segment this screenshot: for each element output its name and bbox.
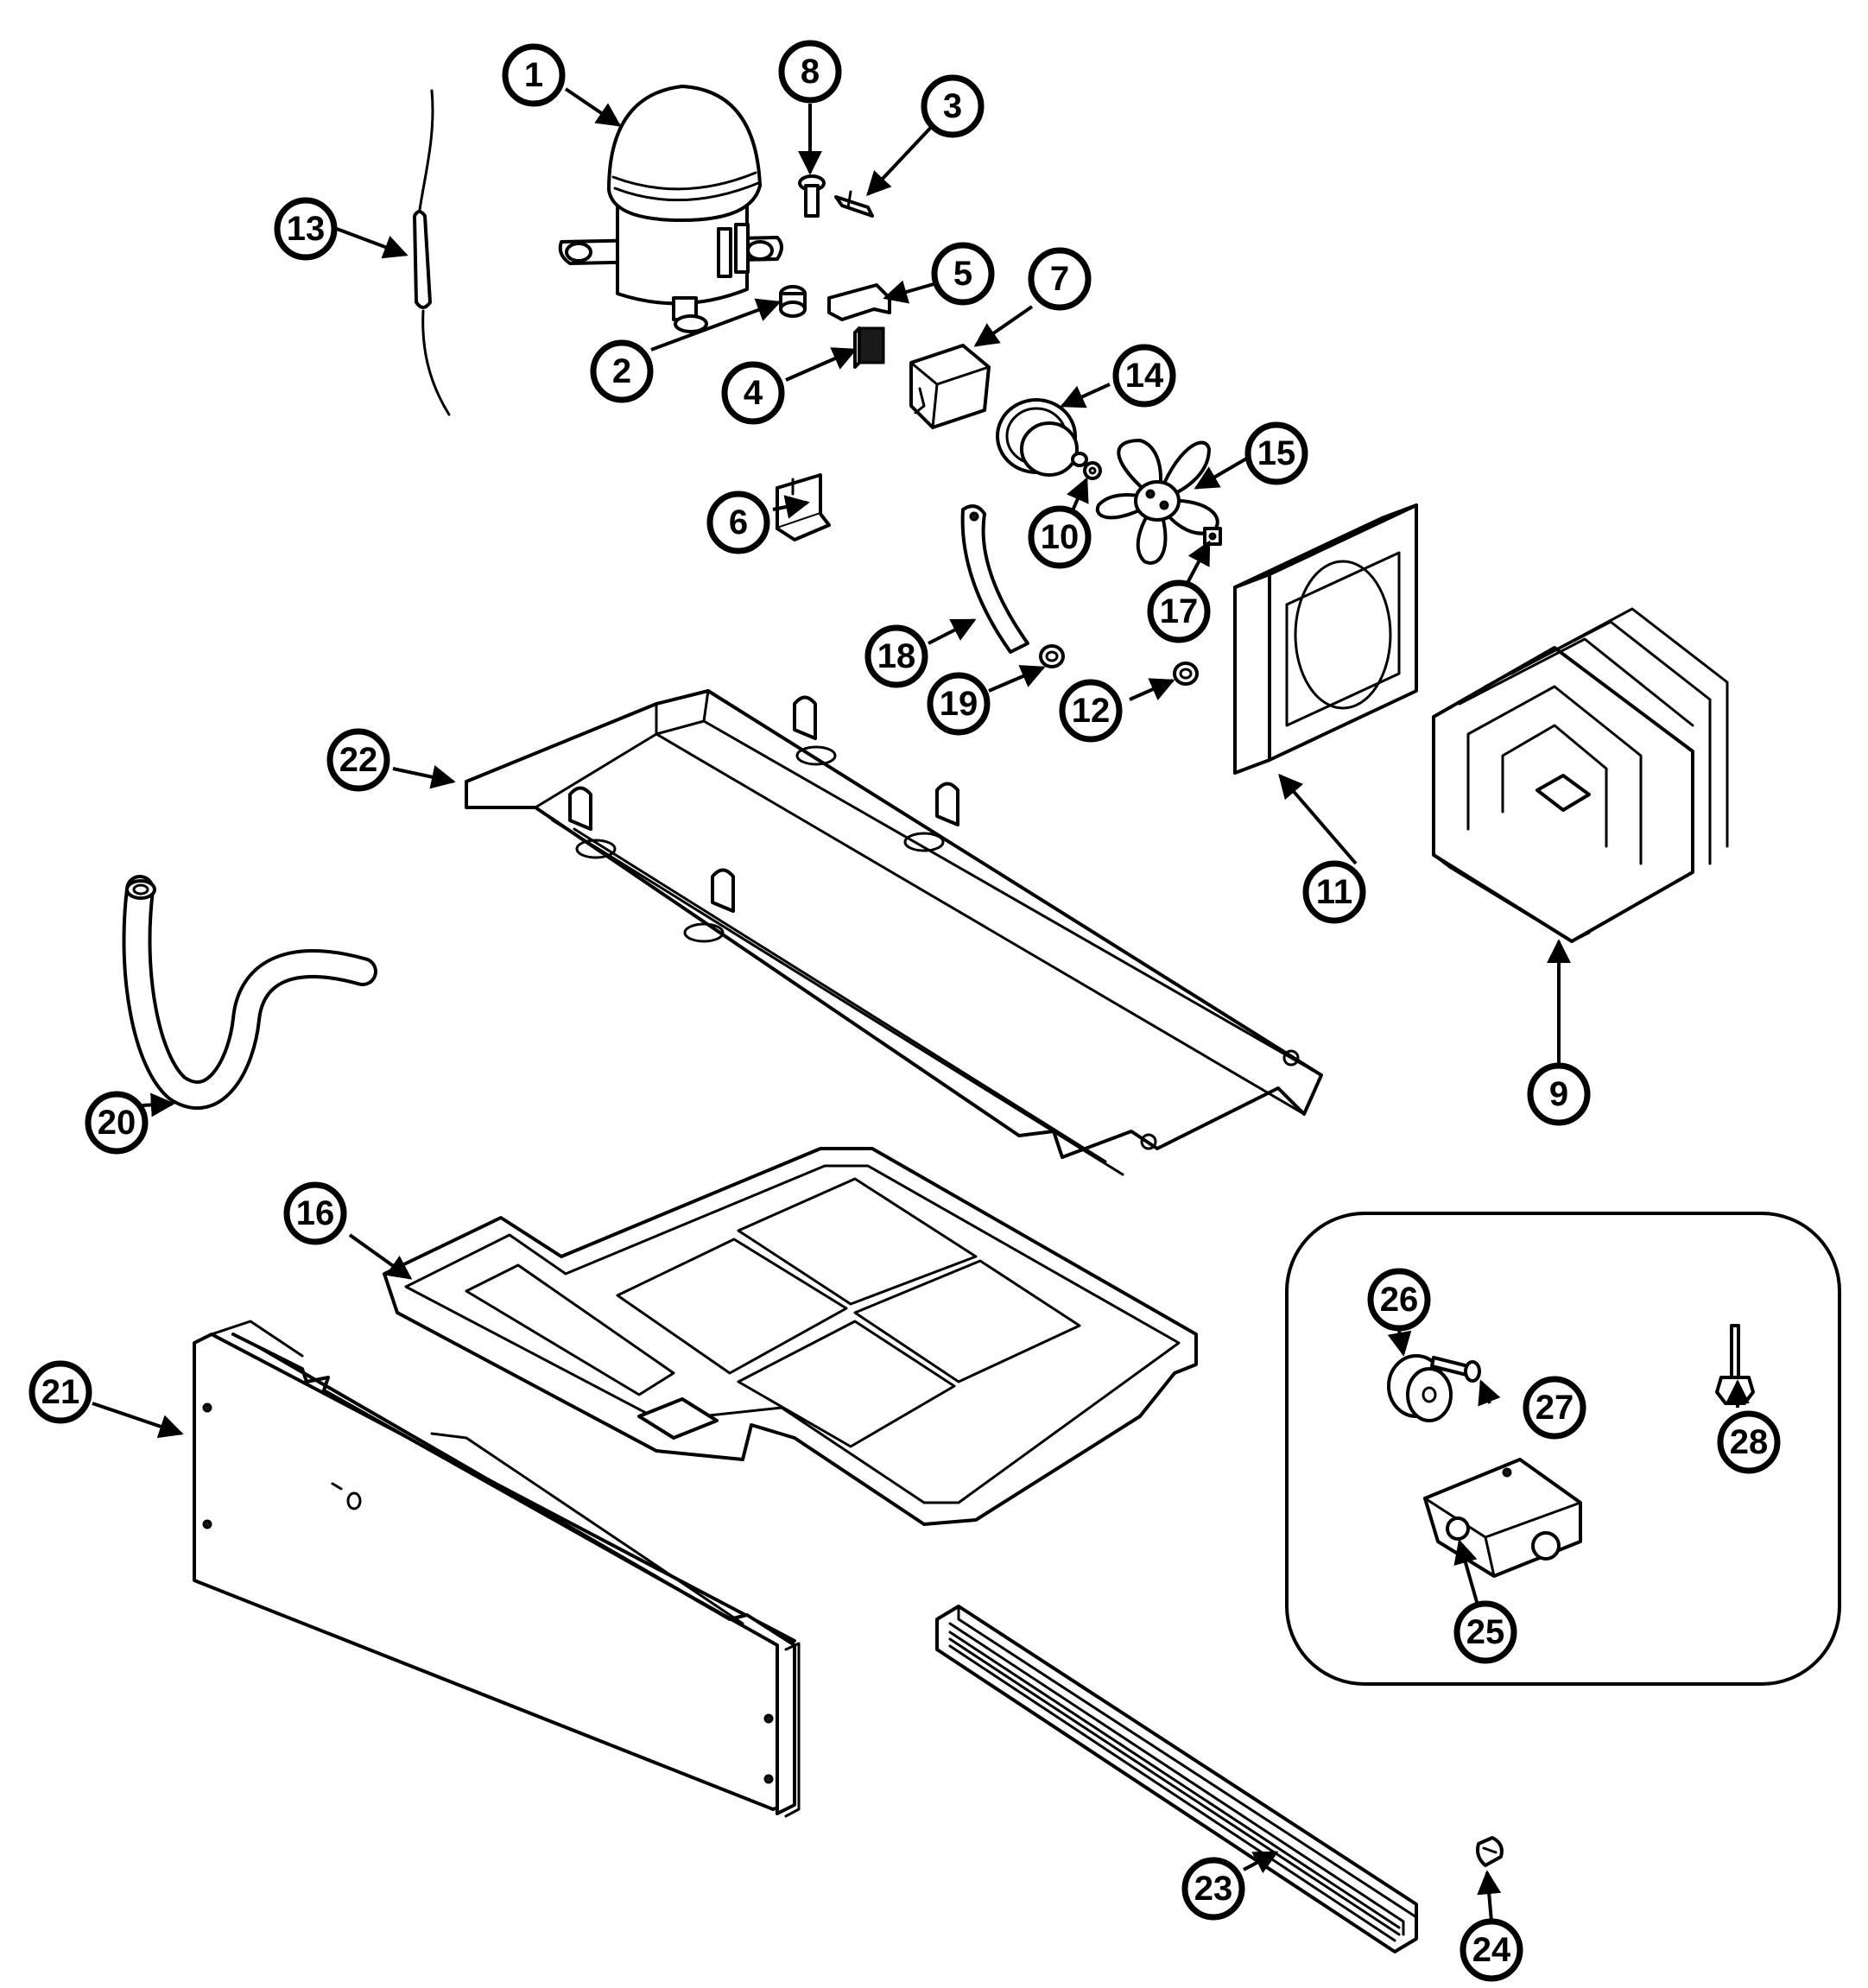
svg-text:22: 22 — [339, 741, 378, 779]
callout-3: 3 — [921, 74, 985, 138]
callout-28: 28 — [1717, 1410, 1781, 1474]
callout-23: 23 — [1181, 1857, 1245, 1921]
callouts: 1 2 3 4 5 6 7 8 9 10 11 12 13 14 15 16 1… — [28, 40, 1781, 1982]
svg-text:10: 10 — [1041, 518, 1080, 556]
front-panel-part — [193, 1320, 801, 1818]
callout-2: 2 — [590, 339, 654, 403]
fan-clip-part — [1203, 527, 1222, 546]
callout-16: 16 — [283, 1181, 347, 1245]
svg-text:14: 14 — [1125, 357, 1164, 395]
svg-text:12: 12 — [1072, 692, 1111, 730]
svg-text:17: 17 — [1160, 592, 1199, 630]
svg-text:24: 24 — [1472, 1931, 1511, 1969]
svg-text:27: 27 — [1536, 1389, 1574, 1427]
svg-text:7: 7 — [1050, 260, 1069, 298]
callout-14: 14 — [1112, 344, 1176, 408]
drain-tube-part — [122, 875, 377, 1110]
callout-17: 17 — [1147, 579, 1211, 643]
callout-18: 18 — [864, 624, 928, 688]
callout-1: 1 — [502, 43, 566, 107]
svg-text:9: 9 — [1549, 1075, 1568, 1113]
callout-19: 19 — [927, 672, 991, 736]
screw-part — [798, 174, 826, 218]
svg-text:19: 19 — [940, 685, 978, 723]
svg-text:1: 1 — [524, 56, 543, 94]
clip-part — [834, 190, 874, 218]
drain-pan-part — [383, 1147, 1198, 1526]
grille-part — [935, 1605, 1418, 1953]
svg-text:18: 18 — [877, 637, 916, 675]
grommet-12-part — [1173, 662, 1199, 686]
callout-11: 11 — [1302, 860, 1366, 924]
callout-27: 27 — [1523, 1376, 1586, 1440]
fan-motor-part — [996, 398, 1088, 477]
svg-text:23: 23 — [1194, 1870, 1233, 1908]
svg-text:28: 28 — [1730, 1423, 1769, 1461]
svg-text:11: 11 — [1316, 873, 1352, 911]
svg-text:20: 20 — [98, 1104, 136, 1142]
filter-drier-part — [413, 89, 451, 416]
grommet-19-part — [1039, 644, 1065, 668]
svg-text:5: 5 — [953, 255, 972, 293]
callout-24: 24 — [1460, 1918, 1523, 1982]
callout-26: 26 — [1367, 1268, 1431, 1332]
svg-text:21: 21 — [41, 1373, 80, 1411]
svg-text:8: 8 — [801, 53, 820, 91]
svg-text:3: 3 — [943, 87, 962, 125]
callout-21: 21 — [28, 1360, 92, 1424]
svg-text:4: 4 — [744, 374, 763, 412]
callout-25: 25 — [1453, 1600, 1517, 1664]
callout-15: 15 — [1244, 421, 1308, 485]
roller-kit-frame — [1285, 1212, 1841, 1686]
grille-clip-part — [1476, 1836, 1504, 1867]
overload-bracket-part — [827, 283, 891, 321]
callout-4: 4 — [721, 361, 785, 425]
roller-pin-part — [1430, 1356, 1481, 1383]
callout-12: 12 — [1059, 679, 1123, 743]
callout-5: 5 — [931, 242, 995, 306]
svg-text:25: 25 — [1466, 1613, 1505, 1651]
callout-10: 10 — [1028, 505, 1092, 569]
svg-text:6: 6 — [729, 503, 748, 541]
callout-8: 8 — [778, 40, 842, 104]
leader-lines — [92, 87, 1750, 1922]
callout-6: 6 — [706, 491, 770, 554]
svg-text:13: 13 — [287, 210, 326, 248]
base-rail-part — [465, 689, 1323, 1176]
svg-text:2: 2 — [612, 352, 631, 390]
relay-part — [853, 326, 885, 369]
start-relay-part — [909, 344, 991, 429]
motor-bracket-part — [960, 504, 1029, 654]
grommet-part — [779, 285, 807, 318]
svg-text:15: 15 — [1257, 434, 1296, 472]
fan-blade-part — [1095, 439, 1219, 565]
condenser-part — [1432, 607, 1729, 943]
callout-22: 22 — [326, 728, 390, 792]
callout-13: 13 — [274, 197, 338, 261]
callout-7: 7 — [1028, 247, 1092, 311]
callout-20: 20 — [85, 1091, 149, 1155]
callout-9: 9 — [1527, 1062, 1591, 1126]
compressor-part — [558, 85, 783, 333]
fan-shroud-part — [1233, 503, 1418, 775]
roller-part — [1387, 1354, 1453, 1422]
nut-part — [1083, 461, 1102, 480]
svg-text:16: 16 — [296, 1194, 335, 1232]
svg-text:26: 26 — [1380, 1281, 1419, 1319]
